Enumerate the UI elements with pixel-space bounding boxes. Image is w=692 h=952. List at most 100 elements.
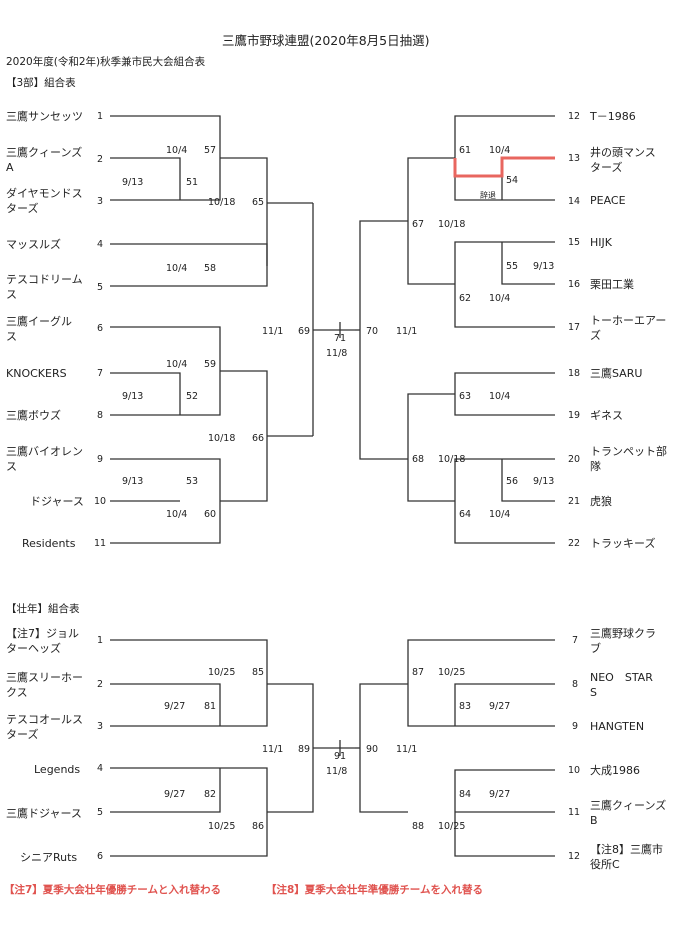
game-number: 53: [186, 476, 199, 487]
team-name: HANGTEN: [590, 720, 645, 733]
game-number: 63: [459, 391, 472, 402]
team-name: 栗田工業: [590, 278, 634, 291]
game-date: 10/4: [489, 293, 511, 304]
seed-number: 6: [97, 323, 104, 334]
seed-number: 9: [572, 721, 579, 732]
game-date: 10/4: [166, 509, 188, 520]
game-number: 69: [298, 326, 311, 337]
seed-number: 13: [568, 153, 581, 164]
team-name: トラッキーズ: [590, 537, 656, 550]
game-number: 59: [204, 359, 217, 370]
seed-number: 20: [568, 454, 581, 465]
game-number: 55: [506, 261, 519, 272]
team-name: 虎狼: [590, 495, 612, 508]
game-number: 71: [334, 333, 347, 344]
seed-number: 1: [97, 635, 104, 646]
game-number: 83: [459, 701, 472, 712]
team-name: 三鷹ボウズ: [6, 409, 61, 422]
team-name: 三鷹クィーンズ A: [6, 146, 83, 174]
game-number: 54: [506, 175, 519, 186]
game-date: 9/13: [533, 261, 555, 272]
game-number: 56: [506, 476, 519, 487]
team-name: HIJK: [590, 236, 612, 249]
game-date: 9/27: [489, 789, 511, 800]
game-number: 70: [366, 326, 379, 337]
seed-number: 12: [568, 851, 581, 862]
seed-number: 19: [568, 410, 581, 421]
game-date: 9/27: [489, 701, 511, 712]
senior-heading: 【壮年】組合表: [6, 603, 80, 615]
team-name: トランペット部 隊: [590, 445, 667, 473]
team-name: 三鷹クィーンズ B: [590, 799, 667, 827]
team-name: Legends: [34, 763, 81, 776]
game-date: 9/13: [533, 476, 555, 487]
game-date: 10/18: [208, 197, 236, 208]
game-date: 11/1: [262, 326, 284, 337]
seed-number: 11: [568, 807, 581, 818]
seed-number: 14: [568, 196, 581, 207]
game-number: 64: [459, 509, 472, 520]
game-number: 62: [459, 293, 472, 304]
game-date: 10/25: [438, 821, 466, 832]
game-number: 52: [186, 391, 199, 402]
game-number: 57: [204, 145, 217, 156]
team-name: ダイヤモンドス ターズ: [6, 187, 83, 215]
seed-number: 15: [568, 237, 581, 248]
team-name: トーホーエアー ズ: [590, 314, 667, 342]
team-name: 三鷹イーグル ス: [6, 315, 72, 343]
game-number: 86: [252, 821, 265, 832]
game-date: 10/4: [489, 391, 511, 402]
game-number: 60: [204, 509, 217, 520]
game-date: 10/18: [438, 219, 466, 230]
seed-number: 8: [572, 679, 579, 690]
team-name: 大成1986: [590, 764, 640, 777]
seed-number: 4: [97, 239, 104, 250]
game-number: 87: [412, 667, 425, 678]
game-date: 9/13: [122, 177, 144, 188]
game-date: 10/18: [208, 433, 236, 444]
game-date: 11/1: [396, 744, 418, 755]
game-number: 67: [412, 219, 425, 230]
seed-number: 3: [97, 721, 104, 732]
team-name: 三鷹ドジャース: [6, 807, 82, 820]
team-name: テスコオールス ターズ: [6, 713, 83, 741]
game-date: 10/4: [489, 509, 511, 520]
page-subtitle: 2020年度(令和2年)秋季兼市民大会組合表: [6, 56, 206, 68]
game-number: 84: [459, 789, 472, 800]
seed-number: 1: [97, 111, 104, 122]
team-name: シニアRuts: [20, 851, 78, 864]
seed-number: 22: [568, 538, 581, 549]
team-name: NEO STAR S: [590, 671, 653, 699]
game-date: 11/1: [262, 744, 284, 755]
team-name: 三鷹野球クラ ブ: [590, 627, 656, 655]
seed-number: 7: [97, 368, 104, 379]
game-date: 9/27: [164, 701, 186, 712]
team-name: 三鷹サンセッツ: [6, 110, 83, 123]
game-number: 90: [366, 744, 379, 755]
team-name: T－1986: [590, 110, 636, 123]
seed-number: 6: [97, 851, 104, 862]
team-name: PEACE: [590, 194, 626, 207]
game-date: 10/4: [166, 145, 188, 156]
game-date: 10/25: [208, 821, 236, 832]
game-date: 9/27: [164, 789, 186, 800]
page-title: 三鷹市野球連盟(2020年8月5日抽選): [222, 33, 430, 48]
division3-heading: 【3部】組合表: [6, 77, 76, 89]
game-number: 81: [204, 701, 217, 712]
seed-number: 10: [568, 765, 581, 776]
seed-number: 12: [568, 111, 581, 122]
game-number: 65: [252, 197, 265, 208]
team-name: 三鷹スリーホー クス: [6, 671, 83, 699]
seed-number: 8: [97, 410, 104, 421]
game-number: 85: [252, 667, 265, 678]
game-date: 10/25: [438, 667, 466, 678]
game-number: 89: [298, 744, 311, 755]
team-name: Residents: [22, 537, 76, 550]
game-number: 66: [252, 433, 265, 444]
game-number: 91: [334, 751, 347, 762]
game-date: 11/1: [396, 326, 418, 337]
game-number: 88: [412, 821, 425, 832]
team-name: 三鷹バイオレン ス: [6, 445, 83, 473]
game-date: 10/18: [438, 454, 466, 465]
